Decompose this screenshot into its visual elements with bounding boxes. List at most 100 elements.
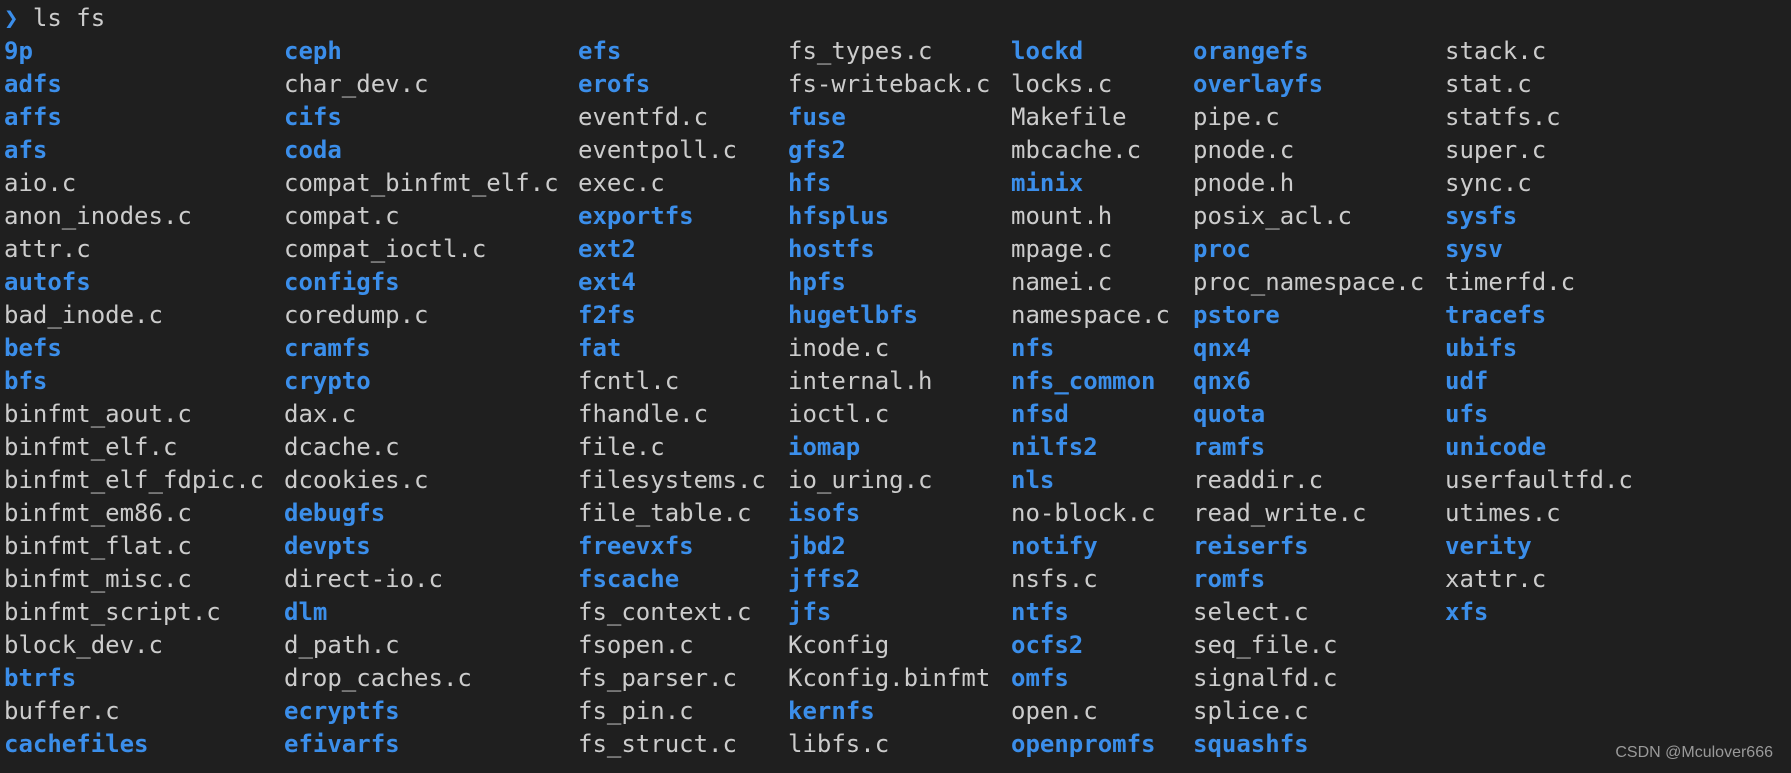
- directory-entry: jffs2: [788, 565, 861, 593]
- file-entry: binfmt_flat.c: [4, 532, 192, 560]
- directory-entry: udf: [1445, 367, 1489, 395]
- file-entry: inode.c: [788, 334, 890, 362]
- file-entry: mbcache.c: [1011, 136, 1142, 164]
- directory-entry: hfsplus: [788, 202, 890, 230]
- file-entry: eventpoll.c: [578, 136, 737, 164]
- directory-entry: befs: [4, 334, 62, 362]
- file-entry: dcookies.c: [284, 466, 429, 494]
- directory-entry: ceph: [284, 37, 342, 65]
- file-entry: binfmt_script.c: [4, 598, 221, 626]
- file-entry: namespace.c: [1011, 301, 1170, 329]
- file-entry: fs-writeback.c: [788, 70, 991, 98]
- directory-entry: qnx6: [1193, 367, 1251, 395]
- file-entry: fhandle.c: [578, 400, 709, 428]
- file-entry: fcntl.c: [578, 367, 680, 395]
- file-entry: file_table.c: [578, 499, 752, 527]
- file-entry: readdir.c: [1193, 466, 1324, 494]
- file-entry: aio.c: [4, 169, 77, 197]
- directory-entry: hpfs: [788, 268, 846, 296]
- file-entry: open.c: [1011, 697, 1098, 725]
- file-entry: pnode.c: [1193, 136, 1295, 164]
- directory-entry: autofs: [4, 268, 91, 296]
- directory-entry: notify: [1011, 532, 1098, 560]
- file-entry: namei.c: [1011, 268, 1113, 296]
- file-entry: buffer.c: [4, 697, 120, 725]
- directory-entry: affs: [4, 103, 62, 131]
- watermark-text: CSDN @Mculover666: [1615, 744, 1773, 761]
- directory-entry: cifs: [284, 103, 342, 131]
- file-entry: fs_types.c: [788, 37, 933, 65]
- directory-entry: nilfs2: [1011, 433, 1098, 461]
- directory-entry: fat: [578, 334, 622, 362]
- directory-entry: minix: [1011, 169, 1084, 197]
- directory-entry: pstore: [1193, 301, 1280, 329]
- directory-entry: efs: [578, 37, 622, 65]
- directory-entry: bfs: [4, 367, 48, 395]
- file-entry: ioctl.c: [788, 400, 890, 428]
- directory-entry: qnx4: [1193, 334, 1251, 362]
- directory-entry: gfs2: [788, 136, 846, 164]
- file-entry: stack.c: [1445, 37, 1547, 65]
- directory-entry: ext2: [578, 235, 636, 263]
- file-entry: posix_acl.c: [1193, 202, 1352, 230]
- directory-entry: debugfs: [284, 499, 386, 527]
- file-entry: fsopen.c: [578, 631, 694, 659]
- directory-entry: fuse: [788, 103, 846, 131]
- directory-entry: nfsd: [1011, 400, 1069, 428]
- directory-entry: coda: [284, 136, 342, 164]
- file-entry: Kconfig: [788, 631, 890, 659]
- file-entry: seq_file.c: [1193, 631, 1338, 659]
- directory-entry: unicode: [1445, 433, 1547, 461]
- file-entry: direct-io.c: [284, 565, 443, 593]
- file-entry: no-block.c: [1011, 499, 1156, 527]
- directory-entry: freevxfs: [578, 532, 694, 560]
- directory-entry: sysv: [1445, 235, 1503, 263]
- file-entry: locks.c: [1011, 70, 1113, 98]
- file-entry: coredump.c: [284, 301, 429, 329]
- directory-entry: proc: [1193, 235, 1251, 263]
- directory-entry: kernfs: [788, 697, 875, 725]
- file-entry: read_write.c: [1193, 499, 1367, 527]
- file-entry: fs_parser.c: [578, 664, 737, 692]
- command-text: ls fs: [32, 4, 106, 32]
- directory-entry: hostfs: [788, 235, 875, 263]
- file-entry: dax.c: [284, 400, 357, 428]
- file-entry: filesystems.c: [578, 466, 766, 494]
- directory-entry: f2fs: [578, 301, 636, 329]
- directory-entry: btrfs: [4, 664, 77, 692]
- directory-entry: ecryptfs: [284, 697, 400, 725]
- directory-entry: quota: [1193, 400, 1266, 428]
- file-entry: binfmt_elf_fdpic.c: [4, 466, 265, 494]
- file-entry: userfaultfd.c: [1445, 466, 1633, 494]
- directory-entry: hugetlbfs: [788, 301, 919, 329]
- directory-entry: lockd: [1011, 37, 1084, 65]
- file-entry: splice.c: [1193, 697, 1309, 725]
- file-entry: d_path.c: [284, 631, 400, 659]
- directory-entry: overlayfs: [1193, 70, 1324, 98]
- directory-entry: afs: [4, 136, 48, 164]
- directory-entry: fscache: [578, 565, 680, 593]
- directory-entry: ntfs: [1011, 598, 1069, 626]
- file-entry: dcache.c: [284, 433, 400, 461]
- prompt-line: ❯ ls fs: [4, 2, 1791, 35]
- directory-entry: ext4: [578, 268, 636, 296]
- directory-entry: dlm: [284, 598, 328, 626]
- file-entry: block_dev.c: [4, 631, 163, 659]
- file-entry: compat_binfmt_elf.c: [284, 169, 559, 197]
- file-entry: proc_namespace.c: [1193, 268, 1425, 296]
- directory-entry: ocfs2: [1011, 631, 1084, 659]
- file-entry: super.c: [1445, 136, 1547, 164]
- directory-entry: orangefs: [1193, 37, 1309, 65]
- file-entry: libfs.c: [788, 730, 890, 758]
- directory-entry: 9p: [4, 37, 33, 65]
- directory-entry: ufs: [1445, 400, 1489, 428]
- directory-entry: openpromfs: [1011, 730, 1156, 758]
- directory-entry: xfs: [1445, 598, 1489, 626]
- file-entry: bad_inode.c: [4, 301, 163, 329]
